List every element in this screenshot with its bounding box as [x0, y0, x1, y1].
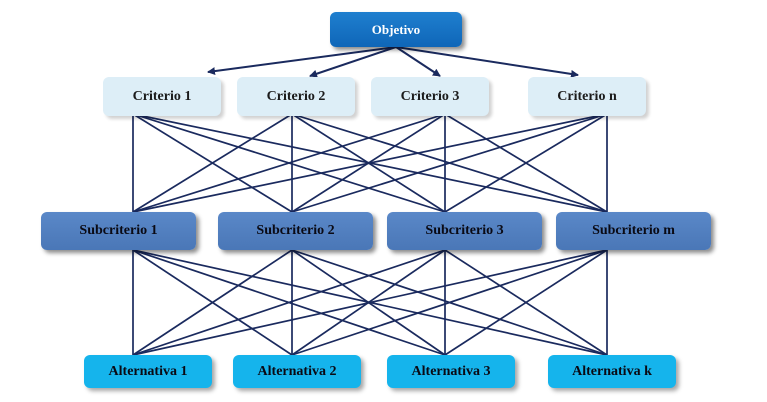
criterion-2-to-subcriterion-1-line	[132, 113, 293, 213]
subcriterion-node-2: Subcriterio 2	[218, 212, 373, 250]
alternative-node-k: Alternativa k	[548, 355, 676, 388]
criterion-node-3: Criterio 3	[371, 77, 489, 116]
subcriterion-3-to-alternative-1-line	[132, 249, 446, 356]
subcriterion-2-to-alternative-1-line	[132, 249, 293, 356]
goal-arrow-4	[395, 46, 579, 78]
criterion-4-to-subcriterion-1-line	[132, 113, 608, 213]
alternative-node-3: Alternativa 3	[387, 355, 515, 388]
criterion-3-to-subcriterion-1-line	[132, 113, 446, 213]
goal-arrow-2	[309, 46, 397, 78]
subcriterion-node-3: Subcriterio 3	[387, 212, 542, 250]
criterion-node-2: Criterio 2	[237, 77, 355, 116]
goal-arrow-3	[395, 46, 441, 77]
connection-lines	[132, 46, 608, 356]
alternative-node-2: Alternativa 2	[233, 355, 361, 388]
criterion-node-1: Criterio 1	[103, 77, 221, 116]
goal-arrow-1	[207, 46, 397, 76]
subcriterion-node-m: Subcriterio m	[556, 212, 711, 250]
subcriterion-4-to-alternative-2-line	[291, 249, 608, 356]
subcriterion-4-to-alternative-1-line	[132, 249, 608, 356]
criterion-4-to-subcriterion-2-line	[291, 113, 608, 213]
subcriterion-node-1: Subcriterio 1	[41, 212, 196, 250]
goal-node: Objetivo	[330, 12, 462, 47]
alternative-node-1: Alternativa 1	[84, 355, 212, 388]
criterion-node-n: Criterio n	[528, 77, 646, 116]
criterion-4-to-subcriterion-3-line	[444, 113, 608, 213]
subcriterion-4-to-alternative-3-line	[444, 249, 608, 356]
